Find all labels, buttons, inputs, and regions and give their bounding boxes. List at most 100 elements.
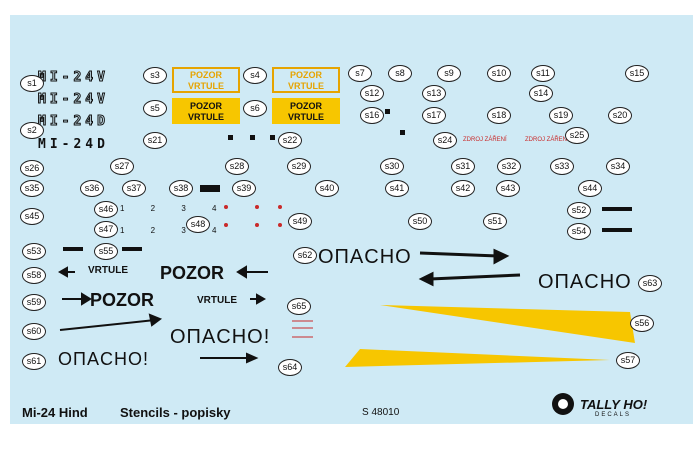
yellow-stripe-s57 — [345, 349, 610, 367]
label-s49: s49 — [288, 213, 312, 230]
label-s14: s14 — [529, 85, 553, 102]
label-s25: s25 — [565, 127, 589, 144]
label-s47: s47 — [94, 221, 118, 238]
mi-24v-outline-title: MI-24V — [38, 70, 109, 86]
sheet-code: S 48010 — [362, 407, 400, 418]
vrtule-stencil-2: VRTULE — [197, 295, 237, 306]
pozor-stencil-2: POZOR — [90, 290, 155, 310]
label-s10: s10 — [487, 65, 511, 82]
pozor-vrtule-filled-decal-2: POZOR VRTULE — [272, 98, 340, 124]
numbers-row: 1 2 3 4 — [120, 204, 229, 213]
zdroj-zareni-label: ZDROJ ZÁŘENÍ — [463, 137, 507, 143]
black-bar-s54 — [602, 228, 632, 232]
label-s60: s60 — [22, 323, 46, 340]
pozor-vrtule-text-2: POZOR — [289, 70, 322, 80]
label-s35: s35 — [20, 180, 44, 197]
stencil-graphics — [57, 109, 635, 367]
label-s34: s34 — [606, 158, 630, 175]
label-s58: s58 — [22, 267, 46, 284]
vrtule-text-2: VRTULE — [288, 81, 324, 91]
label-s37: s37 — [122, 180, 146, 197]
label-s31: s31 — [451, 158, 475, 175]
label-s53: s53 — [22, 243, 46, 260]
label-s26: s26 — [20, 160, 44, 177]
label-s22: s22 — [278, 132, 302, 149]
mi-24v-outline-title-2: MI-24V — [38, 92, 109, 108]
opacho-stencil-3: OПACHO! — [170, 326, 271, 348]
label-s57: s57 — [616, 352, 640, 369]
label-s42: s42 — [451, 180, 475, 197]
black-bar-s53 — [63, 247, 83, 251]
label-s5: s5 — [143, 100, 167, 117]
label-s15: s15 — [625, 65, 649, 82]
pozor-stencil: POZOR — [160, 263, 225, 283]
label-s2: s2 — [20, 122, 44, 139]
black-bar-s55 — [122, 247, 142, 251]
label-s59: s59 — [22, 294, 46, 311]
label-s6: s6 — [243, 100, 267, 117]
label-s13: s13 — [422, 85, 446, 102]
pozor-vrtule-filled-decal: POZOR VRTULE — [172, 98, 240, 124]
decal-sheet: MI-24V MI-24V MI-24D MI-24D POZOR VRTULE… — [10, 15, 693, 424]
label-s40: s40 — [315, 180, 339, 197]
label-s46: s46 — [94, 201, 118, 218]
pozor-vrtule-text-3: POZOR — [189, 101, 222, 111]
pozor-vrtule-text: POZOR — [189, 70, 222, 80]
label-s41: s41 — [385, 180, 409, 197]
opacho-stencil-2: OПACHO — [538, 271, 632, 293]
label-s20: s20 — [608, 107, 632, 124]
label-s3: s3 — [143, 67, 167, 84]
label-s29: s29 — [287, 158, 311, 175]
label-s50: s50 — [408, 213, 432, 230]
zdroj-zareni-label-2: ZDROJ ZÁŘENÍ — [525, 137, 569, 143]
label-s56: s56 — [630, 315, 654, 332]
label-s28: s28 — [225, 158, 249, 175]
label-s54: s54 — [567, 223, 591, 240]
label-s16: s16 — [360, 107, 384, 124]
label-s11: s11 — [531, 65, 555, 82]
label-s63: s63 — [638, 275, 662, 292]
brand-sub: DECALS — [595, 412, 632, 418]
label-s27: s27 — [110, 158, 134, 175]
label-s36: s36 — [80, 180, 104, 197]
pozor-vrtule-text-4: POZOR — [289, 101, 322, 111]
pozor-vrtule-outline-decal-2: POZOR VRTULE — [272, 67, 340, 93]
sheet-subtitle: Stencils - popisky — [120, 405, 231, 420]
label-s33: s33 — [550, 158, 574, 175]
label-s61: s61 — [22, 353, 46, 370]
numbers-row-2: 1 2 3 4 — [120, 226, 229, 235]
brand-logo-icon — [552, 393, 574, 415]
label-s55: s55 — [94, 243, 118, 260]
label-s48: s48 — [186, 216, 210, 233]
label-s43: s43 — [496, 180, 520, 197]
label-s30: s30 — [380, 158, 404, 175]
label-s7: s7 — [348, 65, 372, 82]
label-s38: s38 — [169, 180, 193, 197]
label-s24: s24 — [433, 132, 457, 149]
label-s1: s1 — [20, 75, 44, 92]
mi-24d-solid-title: MI-24D — [38, 137, 109, 152]
label-s8: s8 — [388, 65, 412, 82]
brand-name: TALLY HO! — [580, 397, 648, 412]
opacho-stencil-1: OПACHO — [318, 246, 412, 268]
label-s52: s52 — [567, 202, 591, 219]
label-s21: s21 — [143, 132, 167, 149]
sheet-title: Mi-24 Hind — [22, 405, 88, 420]
label-s65: s65 — [287, 298, 311, 315]
vrtule-text: VRTULE — [188, 81, 224, 91]
label-s64: s64 — [278, 359, 302, 376]
yellow-stripe-s56 — [380, 305, 635, 343]
label-s51: s51 — [483, 213, 507, 230]
label-s19: s19 — [549, 107, 573, 124]
label-s44: s44 — [578, 180, 602, 197]
label-s4: s4 — [243, 67, 267, 84]
vrtule-text-4: VRTULE — [288, 112, 324, 122]
vrtule-stencil: VRTULE — [88, 265, 128, 276]
label-s32: s32 — [497, 158, 521, 175]
label-s18: s18 — [487, 107, 511, 124]
mi-24d-outline-title: MI-24D — [38, 114, 109, 130]
label-s12: s12 — [360, 85, 384, 102]
opacho-stencil-4: OПACHO! — [58, 349, 149, 369]
label-s62: s62 — [293, 247, 317, 264]
label-s45: s45 — [20, 208, 44, 225]
